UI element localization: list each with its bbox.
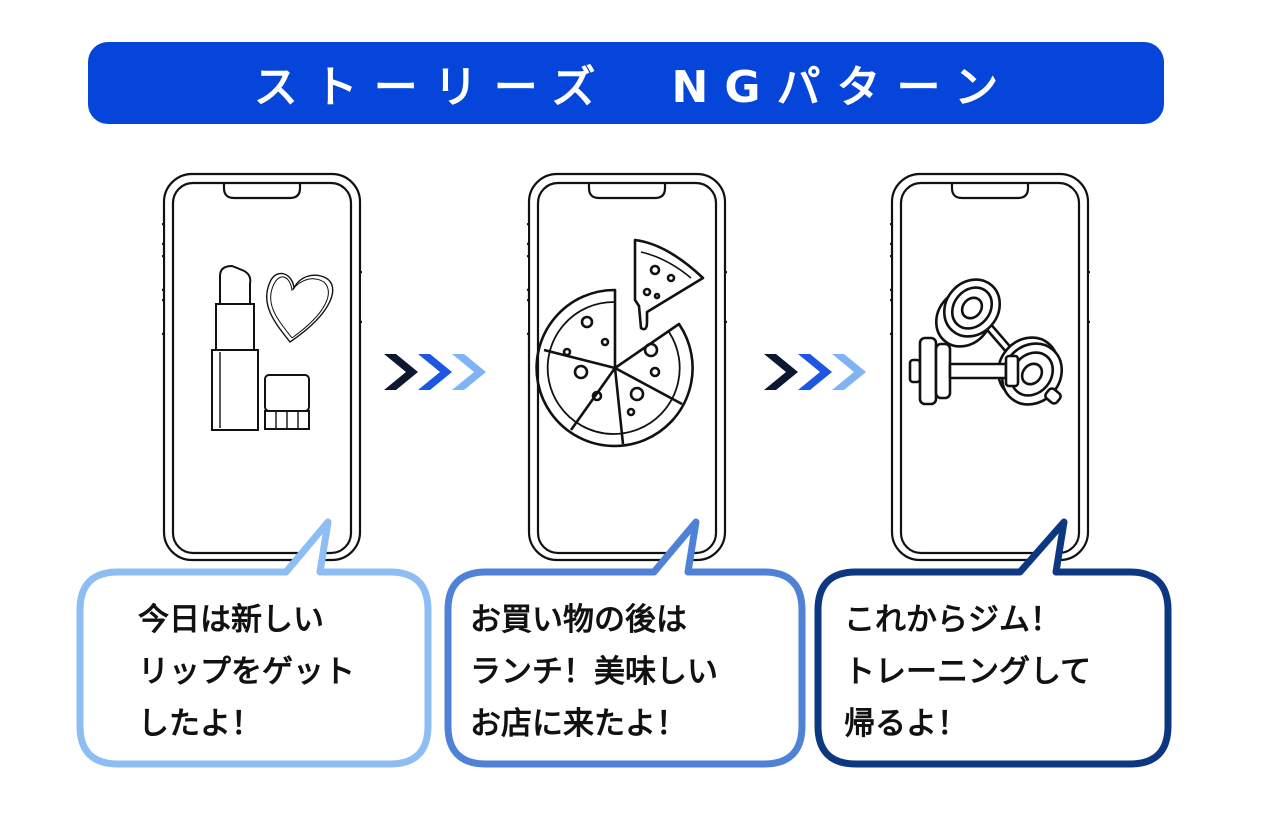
chevron-right-icon — [452, 354, 486, 390]
chevron-right-icon — [798, 354, 832, 390]
caption-line: リップをゲット — [138, 654, 355, 690]
speech-bubble-1: 今日は新しい リップをゲット したよ！ — [76, 518, 432, 768]
lipstick-and-heart-icon — [211, 264, 334, 431]
chevron-right-icon — [384, 354, 418, 390]
phone-mockup-1 — [162, 172, 362, 564]
chevron-right-icon — [832, 354, 866, 390]
chevron-right-icon — [764, 354, 798, 390]
speech-bubble-2: お買い物の後は ランチ！美味しい お店に来たよ！ — [444, 518, 806, 768]
phone-mockup-2 — [527, 172, 727, 564]
caption-line: お買い物の後は — [470, 602, 687, 638]
phone-mockup-3 — [890, 172, 1090, 564]
caption-line: お店に来たよ！ — [470, 706, 687, 742]
pizza-icon — [535, 238, 705, 448]
bubble-caption-1: 今日は新しい リップをゲット したよ！ — [76, 594, 432, 750]
caption-line: これからジム！ — [844, 602, 1061, 638]
caption-line: 今日は新しい — [138, 602, 324, 638]
chevron-right-icon — [418, 354, 452, 390]
speech-bubble-outline — [444, 518, 806, 768]
bubble-caption-2: お買い物の後は ランチ！美味しい お店に来たよ！ — [444, 594, 806, 750]
speech-bubble-outline — [814, 518, 1172, 768]
caption-line: ランチ！美味しい — [470, 654, 718, 690]
speech-bubble-outline — [76, 518, 432, 768]
flow-arrows-1 — [382, 350, 492, 394]
title-banner: ストーリーズ NGパターン — [88, 42, 1164, 124]
caption-line: 帰るよ！ — [844, 706, 968, 742]
dumbbell-icon — [908, 278, 1064, 406]
bubble-caption-3: これからジム！ トレーニングして 帰るよ！ — [814, 594, 1172, 750]
page-title: ストーリーズ NGパターン — [253, 62, 1015, 113]
caption-line: したよ！ — [138, 706, 262, 742]
speech-bubble-3: これからジム！ トレーニングして 帰るよ！ — [814, 518, 1172, 768]
caption-line: トレーニングして — [844, 654, 1092, 690]
flow-arrows-2 — [762, 350, 872, 394]
